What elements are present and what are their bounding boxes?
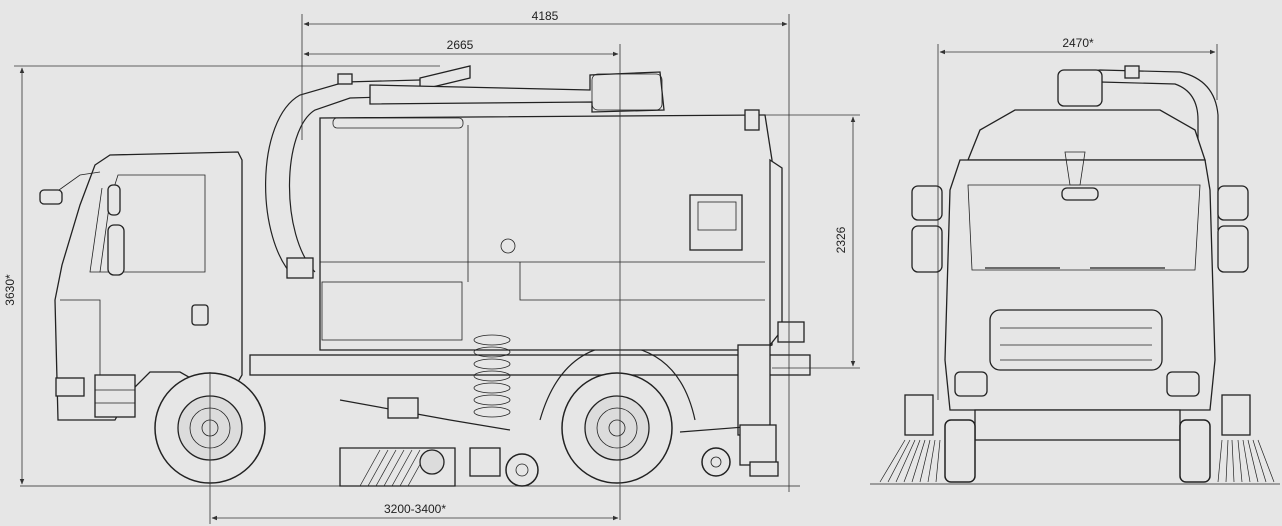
windscreen-visor xyxy=(1064,151,1086,186)
front-view-brush-right xyxy=(1217,394,1275,483)
suspension-spring xyxy=(473,334,511,418)
chassis-frame xyxy=(249,354,811,376)
cab-step-handle xyxy=(191,304,209,326)
front-view-wheel-right xyxy=(1179,419,1211,483)
front-view-fan xyxy=(1057,69,1103,107)
dimension-2326: 2326 xyxy=(834,226,848,253)
rear-door xyxy=(769,158,783,347)
side-mirror xyxy=(107,224,125,276)
dimension-2470: 2470* xyxy=(1062,36,1094,50)
front-view-hose xyxy=(1059,69,1219,230)
front-mirror xyxy=(39,189,63,205)
headlight-left xyxy=(954,371,988,397)
cab-a-pillar xyxy=(89,187,103,273)
filler-cap xyxy=(500,238,516,254)
jockey-wheel xyxy=(505,453,539,487)
fan-housing xyxy=(591,73,663,111)
dimension-body-height: 2326 xyxy=(765,114,860,369)
rear-view-mirror xyxy=(1061,187,1099,201)
inspection-window xyxy=(697,201,737,231)
front-view-wheel-left xyxy=(944,419,976,483)
dimension-overall-height: 3630* xyxy=(3,65,440,485)
front-view-hose-inner xyxy=(1099,81,1199,230)
side-mirror-upper xyxy=(107,184,121,216)
suction-hose-inner xyxy=(288,95,421,273)
rear-pickup-head xyxy=(679,344,779,477)
front-view-fitting xyxy=(1124,65,1140,79)
front-view-mirror-left xyxy=(911,185,943,221)
dimension-overall-width: 2470* xyxy=(937,36,1218,400)
rear-light xyxy=(777,321,805,343)
cab xyxy=(54,151,243,421)
cab-steps xyxy=(94,374,136,418)
cab-door-line xyxy=(60,299,101,392)
suction-hose xyxy=(265,79,421,279)
hose-fitting xyxy=(337,73,353,85)
side-brush xyxy=(339,447,456,487)
side-view-truck xyxy=(20,65,811,487)
front-view-mirror-right-lower xyxy=(1217,225,1249,273)
front-view-brush-left xyxy=(879,394,941,483)
windscreen xyxy=(967,184,1201,271)
dimension-2665: 2665 xyxy=(447,38,474,52)
inspection-door xyxy=(689,194,743,251)
dimension-axis-offset: 2665 xyxy=(303,38,621,520)
rear-wheel xyxy=(561,372,673,484)
dimension-3200-3400: 3200-3400* xyxy=(384,502,446,516)
dimension-3630: 3630* xyxy=(3,274,17,306)
headlight-right xyxy=(1166,371,1200,397)
dimension-wheelbase: 3200-3400* xyxy=(209,372,619,524)
front-view-body-top xyxy=(967,109,1206,161)
top-latch xyxy=(744,109,760,131)
grille xyxy=(989,309,1163,371)
lower-panel xyxy=(519,262,765,301)
hose-clamp xyxy=(286,257,314,279)
front-view-truck xyxy=(870,65,1280,485)
dimension-4185: 4185 xyxy=(532,9,559,23)
front-view-mirror-left-lower xyxy=(911,225,943,273)
front-bumper xyxy=(974,409,1181,441)
fan-duct xyxy=(369,71,665,113)
dimension-overall-length: 4185 xyxy=(301,9,790,492)
headlight xyxy=(55,377,85,397)
brush-arm xyxy=(339,397,511,477)
water-tank xyxy=(321,281,463,341)
front-view-mirror-right xyxy=(1217,185,1249,221)
hopper-rail xyxy=(332,117,464,129)
